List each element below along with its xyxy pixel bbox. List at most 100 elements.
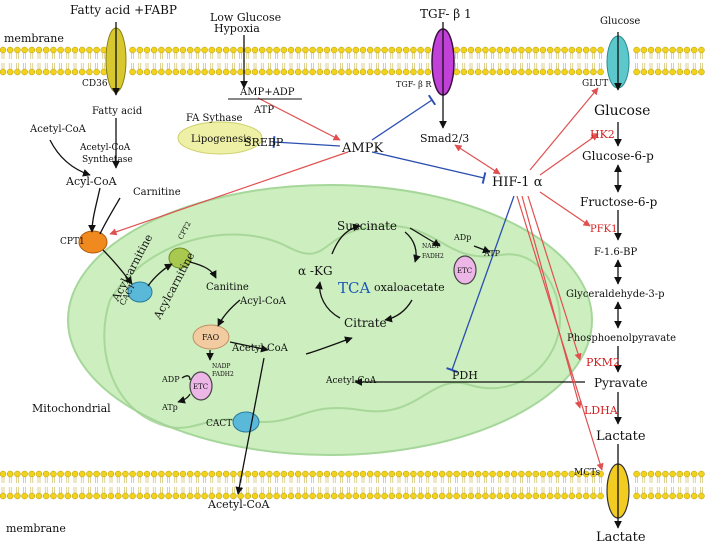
lipid-head bbox=[64, 68, 72, 76]
lipid-tail bbox=[340, 477, 343, 493]
lipid-head bbox=[633, 68, 640, 76]
label-etc-left: ETC bbox=[193, 383, 208, 391]
lipid-head bbox=[410, 470, 417, 478]
arrow-acetylcoa-out bbox=[235, 357, 265, 495]
lipid-tail bbox=[181, 477, 185, 493]
label-fatty-acid-fabp: Fatty acid +FABP bbox=[70, 3, 177, 17]
label-fao: FAO bbox=[202, 333, 220, 342]
lipid-head bbox=[165, 492, 172, 500]
lipid-head bbox=[316, 68, 324, 76]
lipid-tail bbox=[239, 477, 242, 493]
lipid-head bbox=[683, 68, 691, 76]
lipid-head bbox=[280, 46, 288, 54]
lipid-head bbox=[287, 46, 295, 54]
inhibit-ampk-tgfbr bbox=[371, 94, 437, 141]
lipid-head bbox=[186, 68, 194, 76]
lipid-tail bbox=[304, 53, 307, 69]
lipid-head bbox=[71, 46, 79, 54]
label-fatty-acid: Fatty acid bbox=[92, 106, 143, 117]
lipid-head bbox=[194, 68, 201, 76]
lipid-tail bbox=[685, 477, 689, 493]
lipid-head bbox=[64, 46, 72, 54]
arrow-etc-left-adp bbox=[181, 375, 191, 381]
lipid-tail bbox=[412, 477, 415, 493]
lipid-head bbox=[230, 492, 237, 500]
lipid-head bbox=[201, 46, 208, 54]
lipid-head bbox=[302, 46, 309, 54]
lipid-tail bbox=[66, 477, 70, 493]
lipid-head bbox=[474, 68, 482, 76]
lipid-tail bbox=[23, 53, 26, 69]
label-cact-bottom: CACT bbox=[206, 419, 232, 429]
lipid-tail bbox=[664, 477, 667, 493]
lipid-head bbox=[453, 46, 460, 54]
lipid-tail bbox=[224, 477, 228, 493]
lipid-head bbox=[251, 46, 259, 54]
lipid-tail bbox=[152, 53, 156, 69]
lipid-head bbox=[597, 492, 604, 500]
lipid-head bbox=[345, 492, 352, 500]
lipid-head bbox=[201, 470, 208, 478]
lipid-tail bbox=[635, 477, 638, 493]
lipid-head bbox=[532, 68, 540, 76]
lipid-tail bbox=[455, 53, 458, 69]
lipid-tail bbox=[656, 477, 660, 493]
lipid-tail bbox=[203, 53, 206, 69]
lipid-head bbox=[230, 46, 237, 54]
lipid-head bbox=[93, 68, 100, 76]
lipid-head bbox=[381, 68, 388, 76]
lipid-head bbox=[510, 68, 518, 76]
lipid-tail bbox=[700, 477, 703, 493]
lipid-head bbox=[107, 492, 115, 500]
lipid-tail bbox=[541, 477, 545, 493]
lipid-head bbox=[258, 68, 266, 76]
lipid-tail bbox=[498, 53, 502, 69]
lipid-tail bbox=[649, 53, 653, 69]
lipid-tail bbox=[253, 477, 257, 493]
lipid-head bbox=[467, 46, 475, 54]
lipid-head bbox=[194, 470, 201, 478]
lipid-head bbox=[150, 68, 158, 76]
lipid-head bbox=[410, 492, 417, 500]
lipid-tail bbox=[383, 477, 386, 493]
red-arrows bbox=[109, 87, 604, 471]
lipid-head bbox=[654, 492, 662, 500]
lipid-head bbox=[438, 492, 446, 500]
label-acetyl-coa-synthetase-1: Acetyl-CoA bbox=[79, 143, 131, 153]
lipid-tail bbox=[253, 53, 257, 69]
lipid-tail bbox=[404, 477, 408, 493]
lipid-head bbox=[338, 46, 345, 54]
lipid-head bbox=[582, 46, 590, 54]
lipid-head bbox=[42, 470, 50, 478]
lipid-head bbox=[222, 470, 230, 478]
lipid-head bbox=[417, 68, 424, 76]
lipid-head bbox=[424, 46, 432, 54]
lipid-head bbox=[309, 68, 316, 76]
label-acetyl-coa-out: Acetyl-CoA bbox=[207, 498, 271, 511]
lipid-tail bbox=[1, 53, 5, 69]
lipid-head bbox=[366, 470, 374, 478]
black-arrows bbox=[49, 22, 622, 529]
lipid-head bbox=[575, 492, 583, 500]
lipid-tail bbox=[376, 477, 379, 493]
lipid-head bbox=[662, 68, 669, 76]
lipid-tail bbox=[354, 477, 358, 493]
lipid-tail bbox=[570, 53, 574, 69]
arrow-oxaloacetate-to-citrate bbox=[384, 299, 413, 323]
lipid-tail bbox=[311, 477, 314, 493]
lipid-head bbox=[374, 46, 381, 54]
lipid-tail bbox=[570, 477, 574, 493]
lipid-tail bbox=[678, 477, 682, 493]
lipid-head bbox=[453, 470, 460, 478]
lipid-tail bbox=[700, 53, 703, 69]
cact-bottom bbox=[232, 411, 260, 433]
lipid-head bbox=[474, 46, 482, 54]
lipid-head bbox=[194, 492, 201, 500]
lipid-head bbox=[143, 68, 151, 76]
label-cpt1: CPT1 bbox=[60, 237, 85, 247]
lipid-tail bbox=[556, 53, 559, 69]
lipid-head bbox=[215, 470, 223, 478]
label-acetyl-coa-mito: Acetyl-CoA bbox=[231, 343, 289, 354]
lipid-head bbox=[50, 46, 57, 54]
lipid-head bbox=[158, 470, 165, 478]
